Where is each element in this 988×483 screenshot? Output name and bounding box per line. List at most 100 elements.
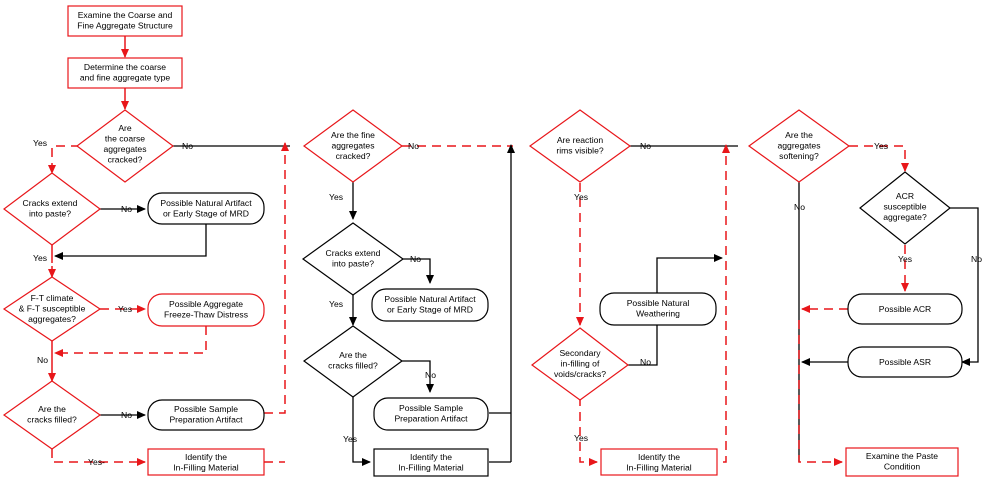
- label-line: Possible ACR: [879, 304, 932, 314]
- node-cracks-filled-2: [302, 325, 404, 398]
- node-acr-susceptible: [859, 171, 951, 245]
- edge-label-extend1-yes: Yes: [33, 253, 47, 263]
- label-line: In-Filling Material: [398, 463, 464, 473]
- edge-softening-yes: [849, 145, 909, 172]
- edge-label-fine-yes: Yes: [329, 192, 343, 202]
- edge-label-softening-no: No: [794, 202, 805, 212]
- edge-sample1-up: [264, 142, 289, 414]
- node-possible-acr: [847, 293, 963, 325]
- edge-label-filled1-yes: Yes-: [88, 457, 105, 467]
- edge-col3-up: [722, 144, 730, 463]
- node-determine-type: [67, 57, 183, 89]
- node-examine-paste: [845, 447, 959, 477]
- label-line: into paste?: [332, 259, 374, 269]
- node-aggregate-ft: [147, 293, 265, 327]
- edge-label-extend2-no: No: [410, 254, 421, 264]
- edge-to-paste: [798, 320, 843, 466]
- edge-label-filled1-no: No: [121, 410, 132, 420]
- label-line: Possible Natural: [627, 298, 690, 308]
- label-line: Fine Aggregate Structure: [77, 21, 173, 31]
- edge-artifact1-return: [54, 224, 207, 260]
- label-line: Identify the: [638, 452, 680, 462]
- node-sample-prep-2: [373, 397, 489, 431]
- label-line: cracked?: [108, 155, 143, 165]
- node-natural-weathering: [599, 292, 717, 326]
- edge-filled2-no: [402, 360, 434, 393]
- node-identify-1: [147, 448, 265, 476]
- edge-ftdistress-return: [54, 326, 207, 357]
- label-line: and fine aggregate type: [80, 73, 171, 83]
- label-line: Are the fine: [331, 130, 375, 140]
- node-fine-cracked: [302, 109, 404, 183]
- label-line: aggregates: [777, 141, 820, 151]
- node-coarse-cracked: [76, 109, 174, 183]
- edge-label-rims-no: No: [640, 141, 651, 151]
- label-line: Preparation Artifact: [394, 414, 468, 424]
- edge-acr-no: [950, 207, 979, 366]
- node-cracks-extend-1: [3, 172, 101, 246]
- label-possible-acr: Possible ACR: [879, 304, 932, 314]
- label-line: Possible Aggregate: [169, 299, 243, 309]
- label-line: Examine the Paste: [866, 451, 938, 461]
- label-line: aggregate?: [883, 212, 927, 222]
- label-line: Identify the: [410, 452, 452, 462]
- label-line: Secondary: [559, 348, 601, 358]
- label-line: Possible Natural Artifact: [384, 294, 476, 304]
- label-line: In-Filling Material: [626, 463, 692, 473]
- label-line: susceptible: [884, 202, 927, 212]
- node-possible-asr: [847, 346, 963, 378]
- edge-extend2-no: [403, 258, 434, 284]
- label-possible-asr: Possible ASR: [879, 357, 931, 367]
- node-sample-prep-1: [147, 399, 265, 431]
- label-line: or Early Stage of MRD: [387, 305, 473, 315]
- edge-label-extend2-yes: Yes: [329, 299, 343, 309]
- edge-secondary-yes: [579, 397, 598, 466]
- edge-label-secondary-yes: Yes: [574, 433, 588, 443]
- edge-label-softening-yes: Yes: [874, 141, 888, 151]
- edge-label-ft-no: No: [37, 355, 48, 365]
- label-line: Are the: [785, 130, 813, 140]
- node-reaction-rims: [528, 109, 632, 183]
- node-identify-3: [600, 448, 718, 476]
- label-line: Are: [118, 123, 132, 133]
- edge-label-coarse-no: No: [182, 141, 193, 151]
- edge-filled1-yes: [51, 449, 146, 466]
- node-softening: [747, 109, 851, 183]
- label-line: aggregates?: [28, 314, 76, 324]
- label-line: Are the: [38, 404, 66, 414]
- edge-label-filled2-no: No: [425, 370, 436, 380]
- label-line: F-T climate: [31, 293, 74, 303]
- label-line: Cracks extend: [326, 248, 381, 258]
- edge-label-filled2-yes: Yes: [343, 434, 357, 444]
- node-examine-aggregate: [67, 5, 183, 37]
- label-line: Possible Sample: [399, 403, 463, 413]
- label-line: Possible ASR: [879, 357, 931, 367]
- label-line: & F-T susceptible: [19, 304, 86, 314]
- edge-label-coarse-yes: Yes: [33, 138, 47, 148]
- edge-label-extend1-no: No: [121, 204, 132, 214]
- node-cracks-filled-1: [2, 380, 102, 450]
- label-line: Are reaction: [557, 135, 604, 145]
- node-secondary-infilling: [530, 327, 630, 401]
- label-line: cracks filled?: [27, 415, 77, 425]
- nodes: [2, 5, 963, 477]
- label-line: rims visible?: [556, 146, 603, 156]
- label-line: Identify the: [185, 452, 227, 462]
- label-line: aggregates: [331, 141, 374, 151]
- edge-label-secondary-no: No: [640, 357, 651, 367]
- label-line: Examine the Coarse and: [78, 10, 173, 20]
- node-identify-2: [373, 448, 489, 477]
